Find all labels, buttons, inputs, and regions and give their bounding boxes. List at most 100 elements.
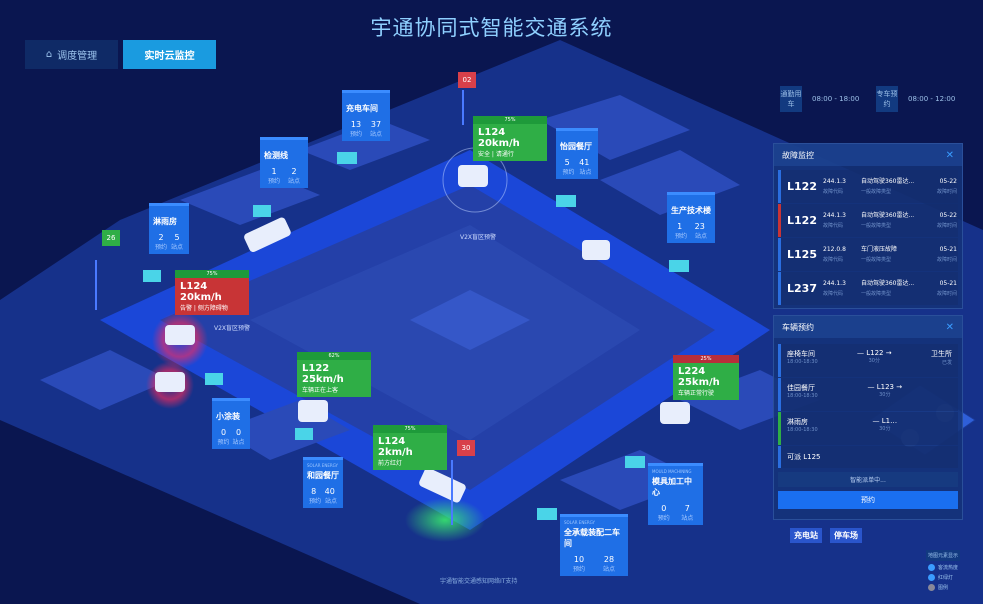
legend-item-lights[interactable]: 红绿灯 <box>928 574 960 581</box>
text-label: MOULD MACHINING <box>652 469 692 474</box>
text-label: 站点 <box>579 169 592 176</box>
text-label: 预约 <box>657 515 670 522</box>
text-label: L237 <box>787 282 817 295</box>
green-light-glow <box>405 498 485 542</box>
text-label: 车门液压故障 <box>861 245 898 253</box>
text-label: 75% <box>473 116 547 124</box>
text-label: 调度管理 <box>57 51 98 62</box>
home-icon: ⌂ <box>45 49 53 60</box>
text-label: 10 <box>573 555 585 564</box>
text-label: 一般故障类型 <box>861 222 892 229</box>
dispatch-management-tab[interactable]: ⌂ 调度管理 <box>25 40 118 69</box>
text-label: 站点 <box>324 498 337 505</box>
text-label: 244.1.3 <box>823 177 846 185</box>
text-label: 故障时间 <box>936 188 957 195</box>
text-label: 故障代码 <box>823 256 844 263</box>
text-label: SOLAR ENERGY <box>307 463 338 468</box>
text-label: 车辆正常行驶 <box>678 390 715 397</box>
text-label: 244.1.3 <box>823 211 846 219</box>
text-label: 自动驾驶360雷达... <box>861 279 915 287</box>
text-label: — L1… <box>872 417 898 425</box>
v2x-warning: V2X盲区预警 <box>214 325 251 332</box>
text-label: 可派 L125 <box>787 453 821 461</box>
text-label: — L123 → <box>867 383 903 391</box>
smart-dispatch-status: 智能派单中... <box>778 472 958 487</box>
close-icon[interactable]: ✕ <box>945 149 954 161</box>
text-label: 站点 <box>602 566 615 573</box>
text-label: — L122 → <box>857 349 892 357</box>
text-label: 18:00-18:30 <box>787 393 818 399</box>
close-icon[interactable]: ✕ <box>945 321 954 333</box>
v2x-warning: V2X盲区预警 <box>460 234 497 241</box>
charging-station-label: 充电站停车场 <box>790 528 862 543</box>
text-label: 244.1.3 <box>823 279 846 287</box>
text-label: 红绿灯 <box>938 575 954 581</box>
text-label: 一般故障类型 <box>861 256 892 263</box>
text-label: 08:00 - 18:00 <box>812 95 860 103</box>
traffic-signal[interactable]: 30 <box>457 440 475 456</box>
text-label: 5 <box>174 233 180 242</box>
text-label: 充电车间 <box>346 104 378 113</box>
commute-schedule[interactable]: 通勤用车 08:00 - 18:00 <box>780 86 859 112</box>
check-icon <box>928 584 935 591</box>
text-label: 已发 <box>941 360 952 366</box>
text-label: L124 20km/h <box>180 281 222 303</box>
traffic-signal[interactable]: 26 <box>102 230 120 246</box>
text-label: 自动驾驶360雷达... <box>861 177 915 185</box>
text-label: 通勤用车 <box>780 86 802 112</box>
text-label: 05-21 <box>939 245 957 253</box>
check-icon <box>928 574 935 581</box>
traffic-signal[interactable]: 02 <box>458 72 476 88</box>
text-label: 13 <box>350 120 362 129</box>
text-label: 37 <box>370 120 382 129</box>
text-label: 站点 <box>694 233 707 240</box>
text-label: 30分 <box>868 358 880 364</box>
text-label: 卫生所 <box>930 350 952 358</box>
text-label: 故障时间 <box>936 222 957 229</box>
realtime-monitor-tab[interactable]: 实时云监控 <box>123 40 216 69</box>
text-label: 图例 <box>938 585 949 591</box>
legend-item-legend[interactable]: 图例 <box>928 584 960 591</box>
text-label: 淋雨房 <box>153 217 177 226</box>
book-button[interactable]: 预约 <box>778 491 958 509</box>
text-label: 车辆正在上客 <box>302 387 339 394</box>
text-label: 2 <box>291 167 297 176</box>
station-signs <box>143 152 689 520</box>
text-label: 预约 <box>572 566 585 573</box>
bus-icons <box>155 165 690 503</box>
text-label: L224 25km/h <box>678 366 720 388</box>
text-label: 故障时间 <box>936 256 957 263</box>
legend-item-heat[interactable]: 客流热度 <box>928 564 960 571</box>
text-label: 一般故障类型 <box>861 188 892 195</box>
text-label: 23 <box>694 222 705 231</box>
text-label: 一般故障类型 <box>861 290 892 297</box>
text-label: 30分 <box>879 392 891 398</box>
text-label: 充电站 <box>790 528 822 543</box>
text-label: 佳园餐厅 <box>787 384 815 392</box>
